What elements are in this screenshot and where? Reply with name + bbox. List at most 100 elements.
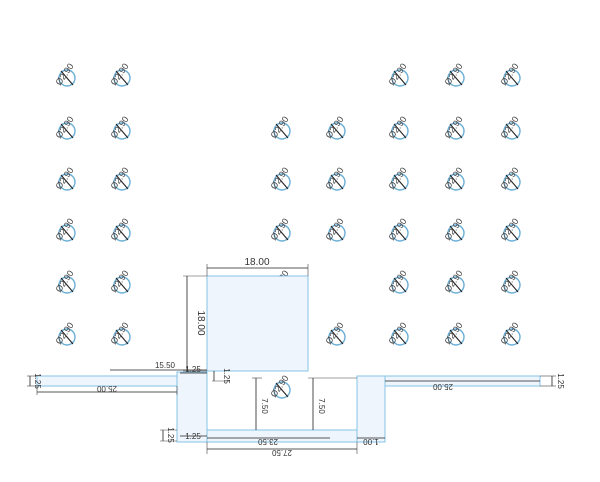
hole-circle: [113, 173, 131, 191]
hole-leader: [393, 277, 407, 293]
hole-leader: [330, 225, 344, 241]
dim-right-flange-length-label: 25.00: [432, 382, 453, 391]
hole-leader: [449, 70, 463, 86]
hole-leader: [115, 70, 129, 86]
dim-left-flange-length: 25.00: [36, 384, 178, 395]
dim-square-width-label: 18.00: [244, 257, 269, 268]
dim-inner-height-left-label: 7.50: [260, 398, 269, 414]
hole-leader: [505, 329, 519, 345]
bottom-strip: [206, 429, 358, 443]
dim-bottom-right-label: 1.00: [363, 437, 379, 446]
hole-circle: [447, 69, 465, 87]
hole-marker: Ø2.90: [323, 165, 346, 191]
hole-marker: Ø2.90: [442, 61, 465, 87]
hole-leader: [449, 174, 463, 190]
hole-marker: Ø2.90: [108, 165, 131, 191]
hole-leader: [60, 70, 74, 86]
hole-leader: [60, 174, 74, 190]
dim-left-offset-label: 15.50: [155, 361, 176, 370]
dim-right-flange-height: 1.25: [540, 373, 565, 389]
hole-leader: [115, 277, 129, 293]
left-post: [176, 371, 208, 443]
hole-leader: [505, 123, 519, 139]
hole-marker: Ø2.90: [53, 114, 76, 140]
hole-marker: Ø2.90: [323, 216, 346, 242]
dim-inner-height-right-label: 7.50: [317, 398, 326, 414]
hole-circle: [273, 173, 291, 191]
hole-circle: [113, 122, 131, 140]
hole-marker: Ø2.90: [386, 320, 409, 346]
hole-circle: [503, 224, 521, 242]
hole-leader: [275, 174, 289, 190]
hole-marker: Ø2.90: [108, 268, 131, 294]
square-panel: [206, 275, 309, 372]
dim-square-height-label: 18.00: [195, 310, 206, 335]
hole-circle: [503, 328, 521, 346]
dim-square-height: 18.00: [183, 275, 207, 372]
hole-marker: Ø2.90: [498, 216, 521, 242]
hole-marker: Ø2.90: [498, 114, 521, 140]
dim-bottom-total-label: 27.50: [271, 448, 292, 457]
hole-leader: [449, 277, 463, 293]
hole-circle: [447, 173, 465, 191]
hole-circle: [328, 173, 346, 191]
hole-leader: [505, 277, 519, 293]
hole-leader: [330, 123, 344, 139]
hole-circle: [447, 122, 465, 140]
hole-circle: [447, 328, 465, 346]
hole-circle: [391, 276, 409, 294]
hole-marker: Ø2.90: [442, 216, 465, 242]
hole-marker: Ø2.90: [442, 165, 465, 191]
hole-leader: [449, 329, 463, 345]
hole-circle: [447, 224, 465, 242]
hole-marker: Ø2.90: [442, 320, 465, 346]
hole-leader: [393, 174, 407, 190]
hole-marker: Ø2.90: [268, 373, 291, 399]
dim-left-flange-length-label: 25.00: [96, 384, 117, 393]
hole-circle: [113, 276, 131, 294]
hole-marker: Ø2.90: [268, 114, 291, 140]
hole-circle: [503, 276, 521, 294]
hole-marker: Ø2.90: [386, 216, 409, 242]
hole-leader: [60, 329, 74, 345]
dim-inner-height-right: 7.50: [308, 377, 357, 430]
hole-circle: [273, 381, 291, 399]
hole-circle: [58, 276, 76, 294]
hole-leader: [393, 70, 407, 86]
hole-leader: [115, 225, 129, 241]
hole-marker: Ø2.90: [498, 320, 521, 346]
hole-circle: [391, 173, 409, 191]
hole-marker: Ø2.90: [53, 216, 76, 242]
hole-leader: [275, 382, 289, 398]
hole-marker: Ø2.90: [53, 268, 76, 294]
hole-marker: Ø2.90: [498, 268, 521, 294]
dim-small-offset-top: 1.25: [180, 365, 207, 374]
right-post: [356, 375, 386, 443]
dim-bottom-inner-label: 23.50: [257, 437, 278, 446]
dim-bottom-left-b-label: 1.25: [185, 432, 201, 441]
dim-bottom-right: 1.00: [357, 437, 385, 446]
hole-leader: [449, 225, 463, 241]
hole-marker: Ø2.90: [498, 61, 521, 87]
hole-marker: Ø2.90: [386, 268, 409, 294]
hole-leader: [393, 123, 407, 139]
hole-leader: [393, 225, 407, 241]
hole-leader: [115, 329, 129, 345]
hole-circle: [391, 328, 409, 346]
hole-circle: [113, 328, 131, 346]
hole-marker: Ø2.90: [386, 165, 409, 191]
hole-marker: Ø2.90: [323, 320, 346, 346]
hole-leader: [115, 123, 129, 139]
hole-circle: [391, 122, 409, 140]
hole-circle: [391, 69, 409, 87]
hole-circle: [273, 224, 291, 242]
hole-circle: [113, 69, 131, 87]
hole-circle: [447, 276, 465, 294]
hole-leader: [505, 225, 519, 241]
hole-circle: [391, 224, 409, 242]
hole-leader: [60, 277, 74, 293]
dim-small-offset-top-label: 1.25: [185, 365, 201, 374]
hole-marker: Ø2.90: [268, 216, 291, 242]
dim-small-offset-right-label: 1.25: [222, 368, 231, 384]
